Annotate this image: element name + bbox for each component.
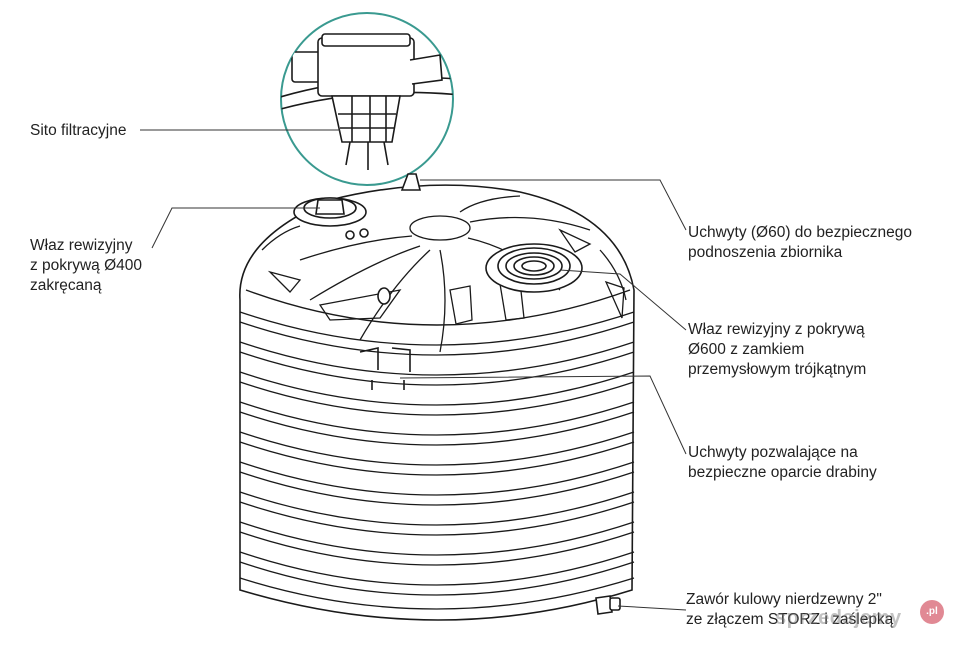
- label-valve-line-1: Zawór kulowy nierdzewny 2": [686, 591, 882, 608]
- label-ladder: Uchwyty pozwalające na bezpieczne oparci…: [688, 443, 877, 483]
- watermark-badge: .pl: [920, 600, 944, 624]
- label-valve: Zawór kulowy nierdzewny 2" ze złączem ST…: [686, 590, 893, 630]
- label-valve-line-2: ze złączem STORZ i zaślepką: [686, 611, 894, 628]
- label-small-manhole-line-2: z pokrywą Ø400: [30, 257, 142, 274]
- watermark-text: sprzedajemy: [775, 607, 902, 629]
- label-handles-line-1: Uchwyty (Ø60) do bezpiecznego: [688, 224, 913, 241]
- label-large-manhole-line-3: przemysłowym trójkątnym: [688, 361, 867, 378]
- leader-lines: [140, 129, 687, 611]
- label-small-manhole-line-1: Właz rewizyjny: [30, 237, 133, 254]
- label-large-manhole-line-1: Właz rewizyjny z pokrywą: [688, 321, 865, 338]
- label-ladder-line-2: bezpieczne oparcie drabiny: [688, 464, 877, 481]
- label-ladder-line-1: Uchwyty pozwalające na: [688, 444, 858, 461]
- label-large-manhole-line-2: Ø600 z zamkiem: [688, 341, 805, 358]
- tank-body: [239, 173, 635, 621]
- sieve-detail: [280, 12, 454, 186]
- label-handles-line-2: podnoszenia zbiornika: [688, 244, 843, 261]
- label-sieve-line: Sito filtracyjne: [30, 122, 127, 139]
- label-small-manhole-line-3: zakręcaną: [30, 277, 102, 294]
- label-handles: Uchwyty (Ø60) do bezpiecznego podnoszeni…: [688, 223, 912, 263]
- label-sieve: Sito filtracyjne: [30, 121, 126, 141]
- label-small-manhole: Właz rewizyjny z pokrywą Ø400 zakręcaną: [30, 236, 142, 296]
- label-large-manhole: Właz rewizyjny z pokrywą Ø600 z zamkiem …: [688, 320, 866, 380]
